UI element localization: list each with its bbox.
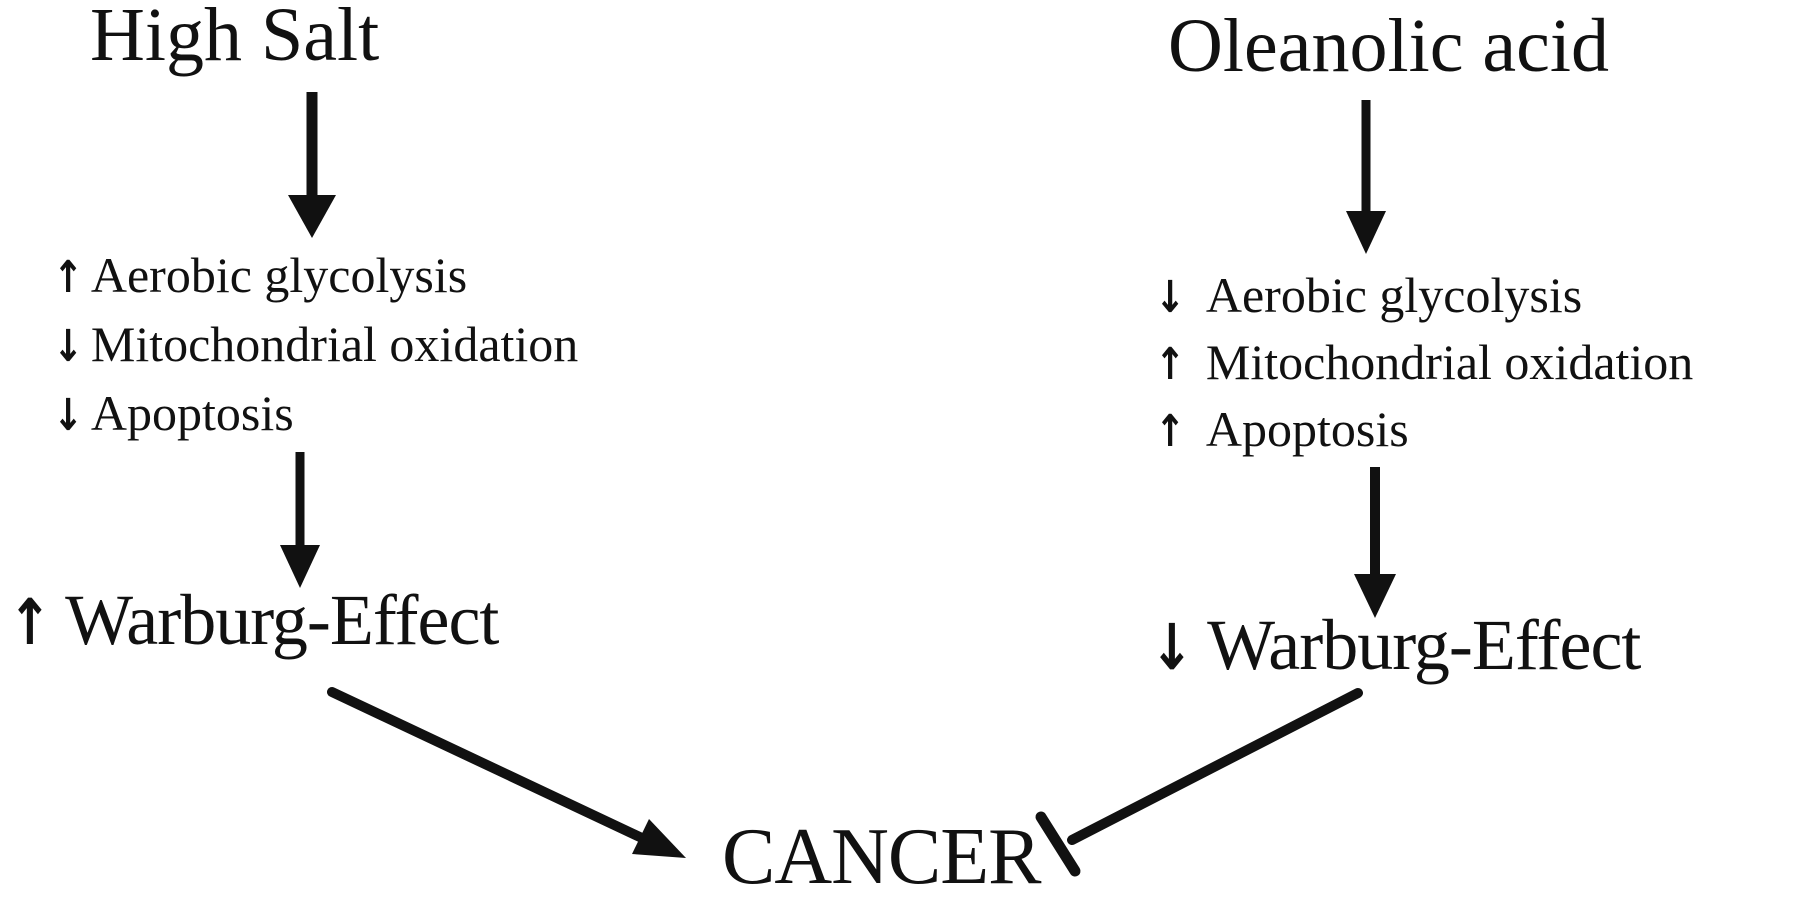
effect-label: Apoptosis <box>90 385 294 441</box>
list-item: ↓Mitochondrial oxidation <box>53 311 578 380</box>
down-arrow-icon: ↓ <box>53 390 84 441</box>
promote-arrow-warburg-to-cancer-icon <box>327 687 686 858</box>
down-arrow-high-salt-icon <box>288 92 336 238</box>
down-arrow-left-effects-icon <box>280 452 320 588</box>
left-effects-list: ↑Aerobic glycolysis ↓Mitochondrial oxida… <box>53 242 578 449</box>
left-outcome: ↑Warburg-Effect <box>8 584 499 659</box>
inhibition-bar-warburg-to-cancer-icon <box>1035 688 1363 877</box>
up-arrow-icon: ↑ <box>8 585 52 659</box>
down-arrow-icon: ↓ <box>1150 610 1194 684</box>
effect-label: Aerobic glycolysis <box>90 247 468 303</box>
list-item: ↓Apoptosis <box>53 380 578 449</box>
up-arrow-icon: ↑ <box>1155 406 1186 457</box>
down-arrow-oleanolic-icon <box>1346 100 1386 254</box>
down-arrow-icon: ↓ <box>53 321 84 372</box>
effect-label: Mitochondrial oxidation <box>90 316 579 372</box>
effect-label: Aerobic glycolysis <box>1205 267 1583 323</box>
right-branch-title: Oleanolic acid <box>1168 4 1610 88</box>
effect-label: Mitochondrial oxidation <box>1205 334 1694 390</box>
right-outcome: ↓Warburg-Effect <box>1150 609 1641 684</box>
left-branch-title: High Salt <box>90 0 380 77</box>
down-arrow-icon: ↓ <box>1155 272 1186 323</box>
right-effects-list: ↓ Aerobic glycolysis ↑ Mitochondrial oxida… <box>1155 263 1693 464</box>
list-item: ↓ Aerobic glycolysis <box>1155 263 1693 330</box>
list-item: ↑ Mitochondrial oxidation <box>1155 330 1693 397</box>
up-arrow-icon: ↑ <box>53 252 84 303</box>
list-item: ↑ Apoptosis <box>1155 397 1693 464</box>
down-arrow-right-effects-icon <box>1354 467 1396 618</box>
outcome-label: Warburg-Effect <box>1207 605 1641 685</box>
cancer-node: CANCER <box>722 813 1041 901</box>
outcome-label: Warburg-Effect <box>65 580 499 660</box>
up-arrow-icon: ↑ <box>1155 339 1186 390</box>
list-item: ↑Aerobic glycolysis <box>53 242 578 311</box>
effect-label: Apoptosis <box>1205 401 1409 457</box>
